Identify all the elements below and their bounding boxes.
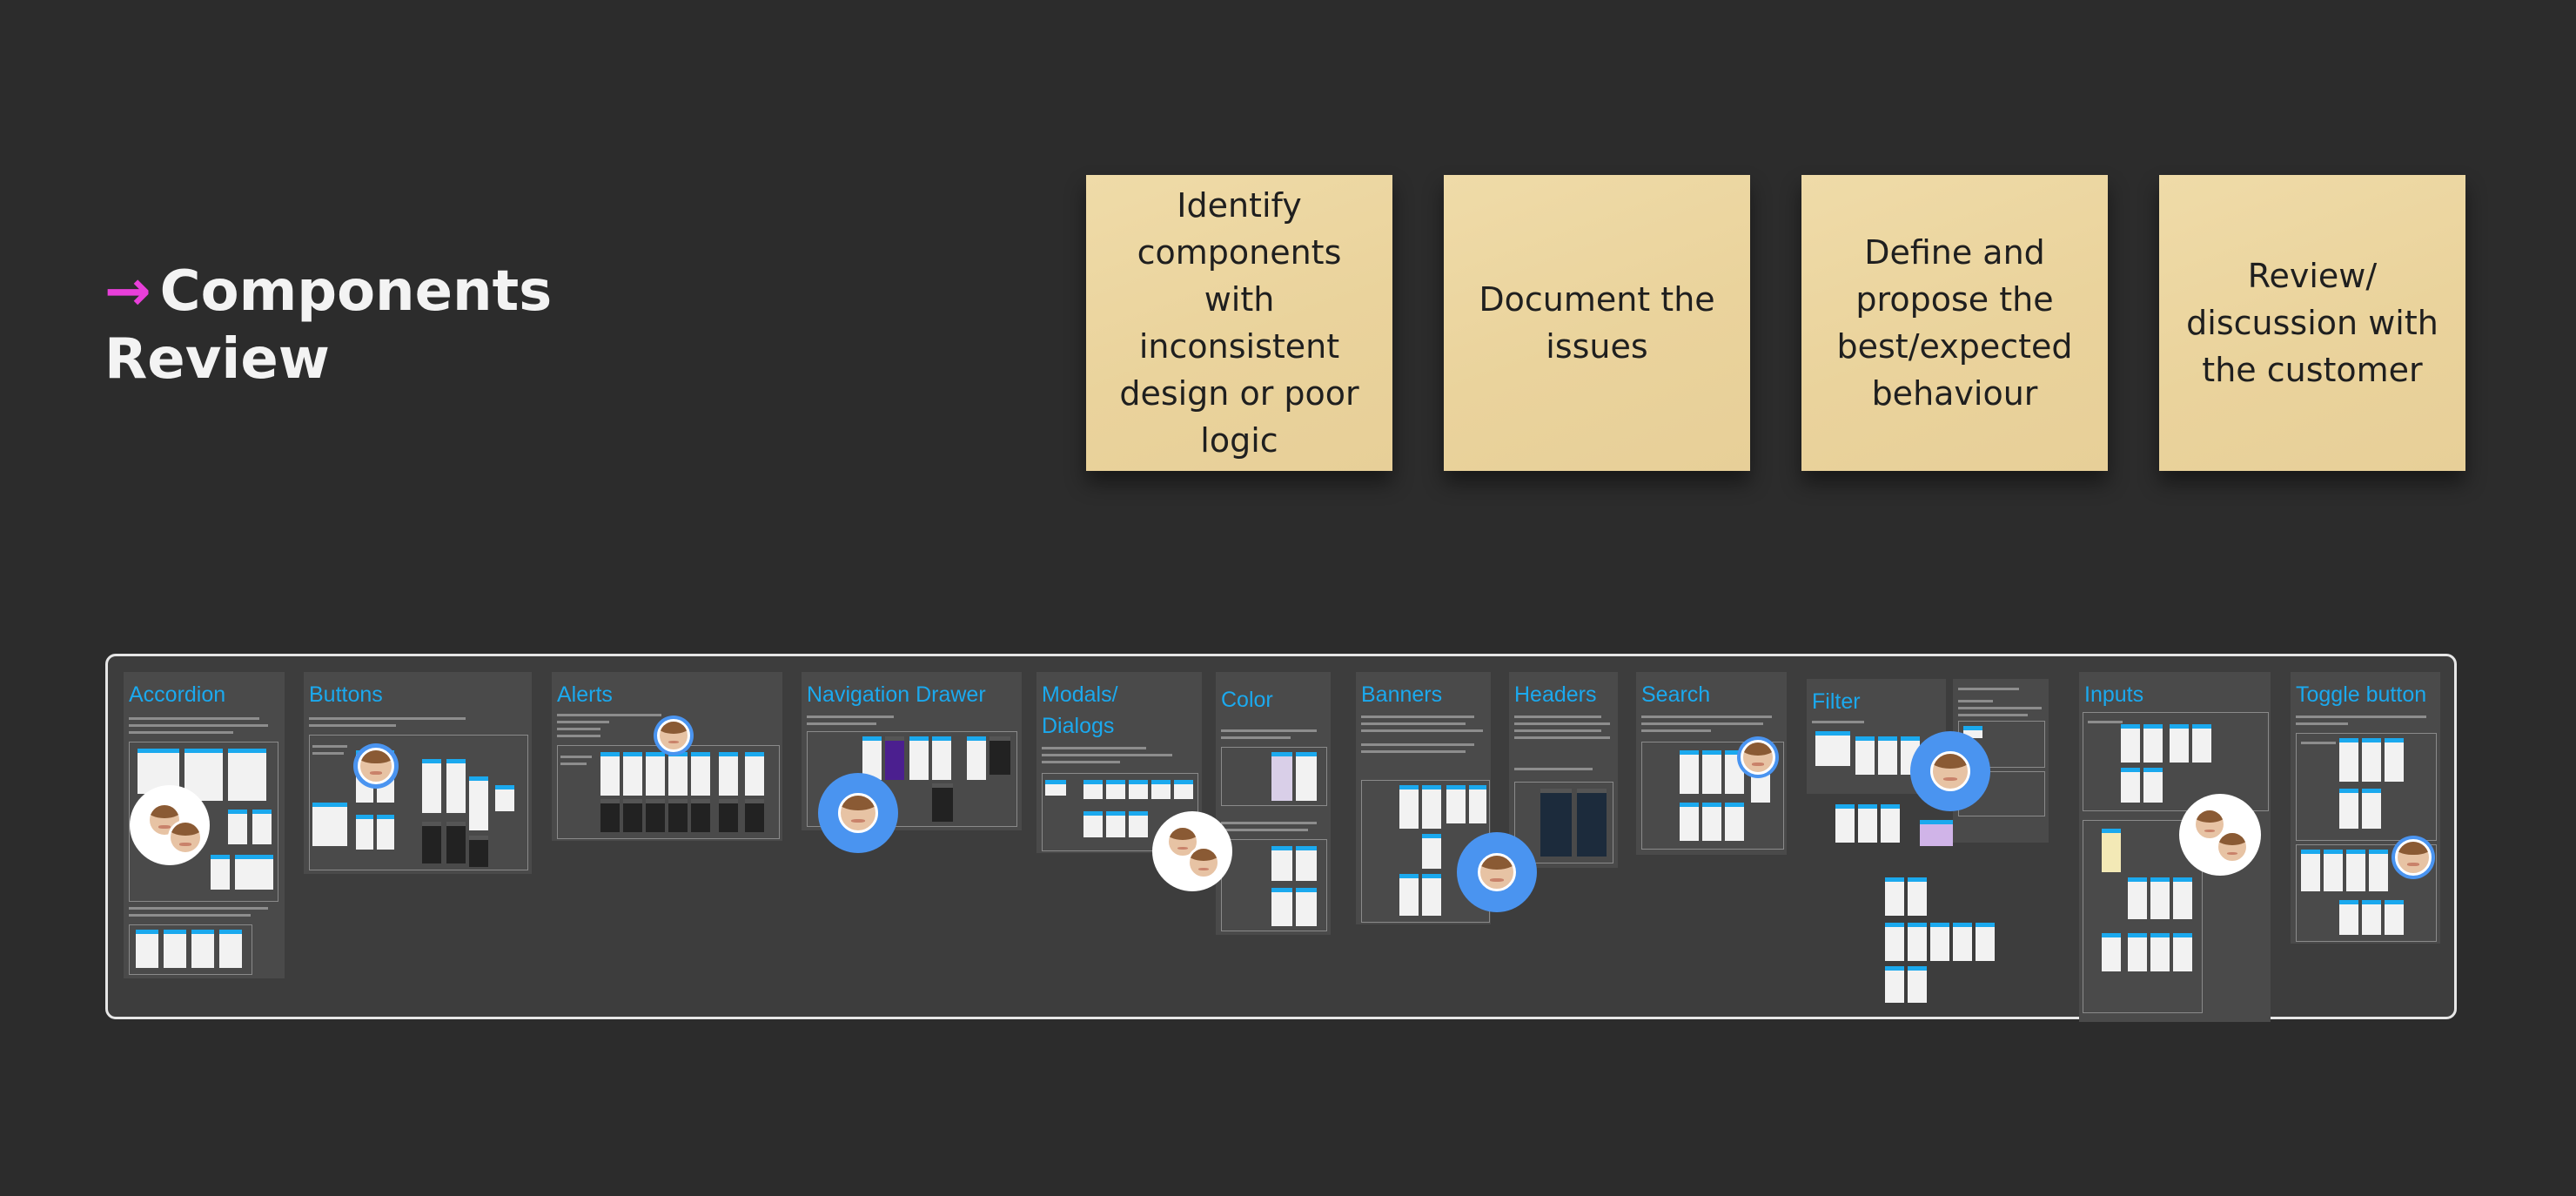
sticky-note-define[interactable]: Define and propose the best/expected beh… <box>1801 175 2108 471</box>
avatar-icon[interactable] <box>2179 794 2261 876</box>
arrow-right-icon: → <box>104 259 151 324</box>
frame-title: Color <box>1221 688 1273 712</box>
page-title: →Components Review <box>104 258 552 393</box>
sticky-note-document[interactable]: Document the issues <box>1444 175 1750 471</box>
avatar-icon[interactable] <box>818 773 898 853</box>
frame-toggle-button[interactable]: Toggle button <box>2291 672 2440 944</box>
title-line-2: Review <box>104 327 330 392</box>
frame-title: Banners <box>1361 682 1443 707</box>
frame-title: Accordion <box>129 682 226 707</box>
frame-headers[interactable]: Headers <box>1509 672 1618 868</box>
sticky-note-review[interactable]: Review/ discussion with the customer <box>2159 175 2465 471</box>
avatar-icon[interactable] <box>1457 832 1537 912</box>
components-board[interactable]: Accordion Buttons <box>105 654 2457 1022</box>
frame-buttons[interactable]: Buttons <box>304 672 532 874</box>
avatar-icon[interactable] <box>654 716 694 756</box>
frame-title: Search <box>1641 682 1711 707</box>
avatar-icon[interactable] <box>130 785 210 865</box>
frame-title: Headers <box>1514 682 1597 707</box>
frame-title: Inputs <box>2084 682 2144 707</box>
title-line-1: Components <box>159 259 553 324</box>
frame-title: Modals/Dialogs <box>1042 682 1118 738</box>
avatar-icon[interactable] <box>1152 811 1232 891</box>
avatar-icon[interactable] <box>353 743 399 789</box>
frame-alerts[interactable]: Alerts <box>552 672 782 841</box>
avatar-icon[interactable] <box>2392 836 2435 879</box>
avatar-icon[interactable] <box>1737 736 1779 778</box>
frame-title: Filter <box>1812 689 1861 714</box>
frame-title: Navigation Drawer <box>807 682 986 707</box>
frame-title: Buttons <box>309 682 383 707</box>
sticky-note-identify[interactable]: Identify components with inconsistent de… <box>1086 175 1392 471</box>
frame-title: Alerts <box>557 682 613 707</box>
frame-color[interactable]: Color <box>1216 672 1331 935</box>
avatar-icon[interactable] <box>1910 731 1990 811</box>
frame-title: Toggle button <box>2296 682 2427 707</box>
